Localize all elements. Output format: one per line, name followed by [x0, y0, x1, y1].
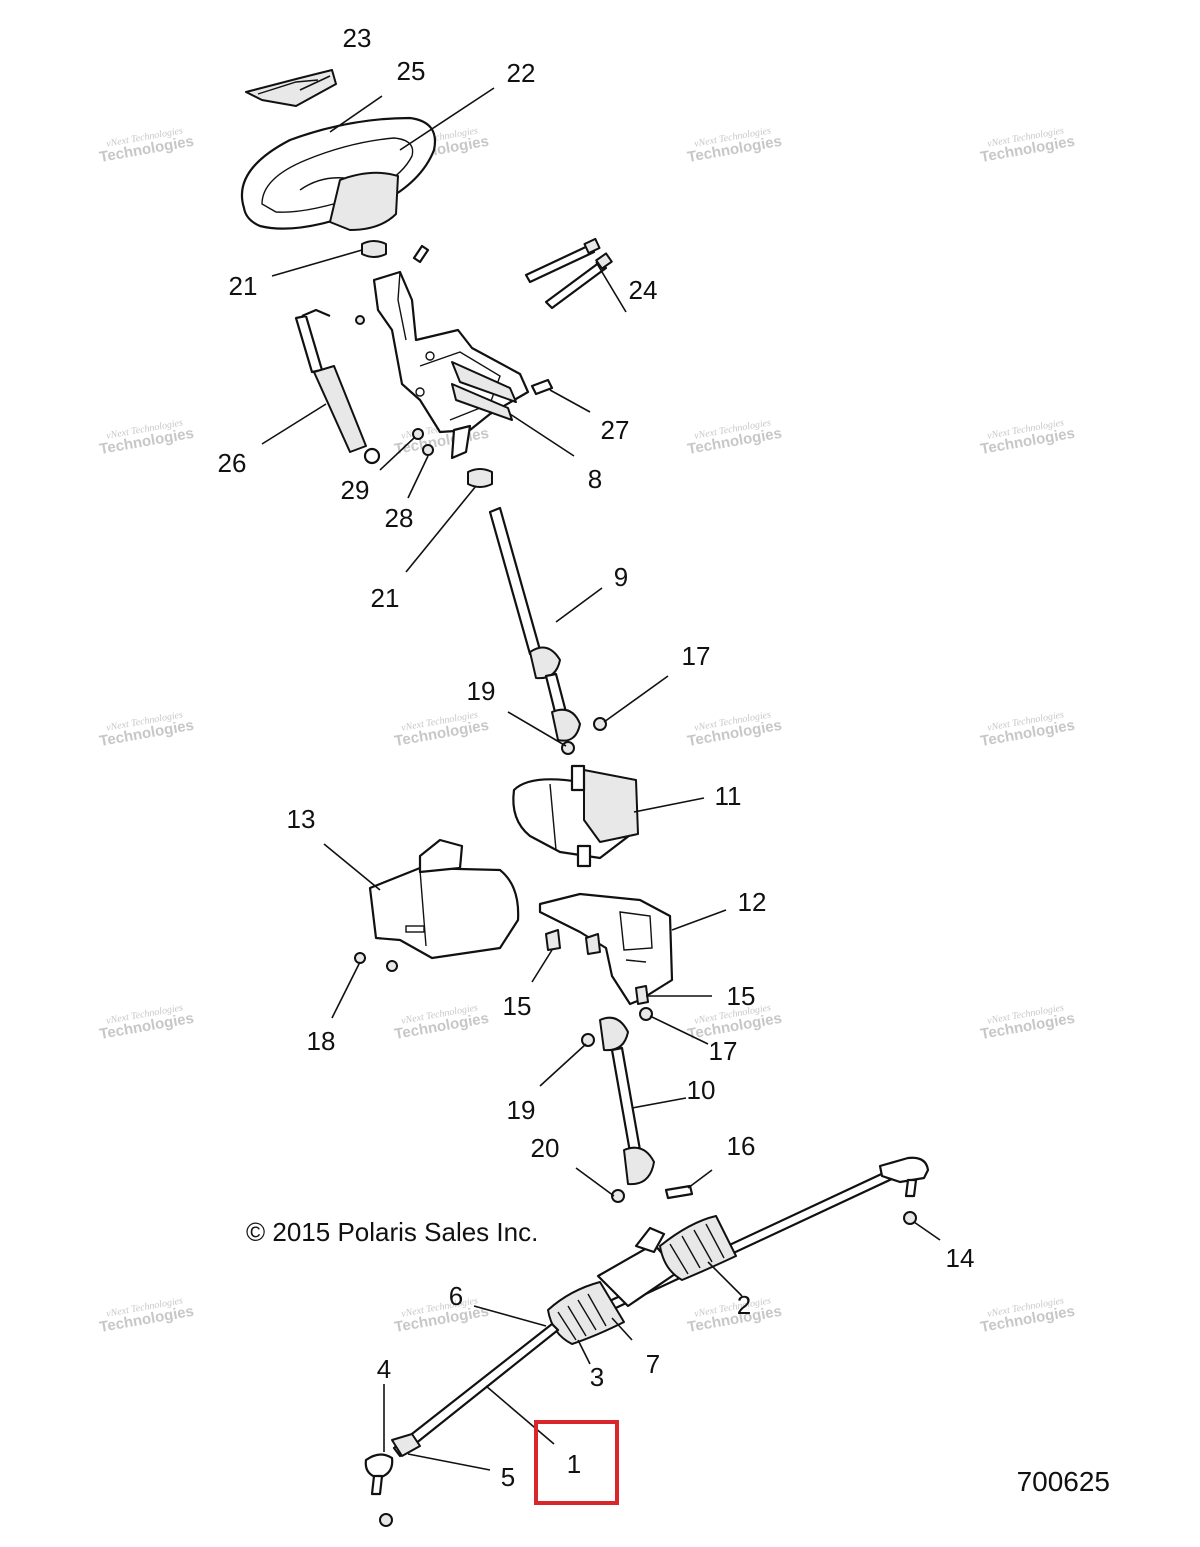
callout-26: 26 [218, 448, 247, 478]
drawing-number: 700625 [1017, 1466, 1110, 1497]
callout-5: 5 [501, 1462, 515, 1492]
mount-bolts-part [545, 929, 649, 1005]
callout-14: 14 [946, 1243, 975, 1273]
callout-19-lower: 19 [507, 1095, 536, 1125]
tie-rod-end-right-part [878, 1156, 930, 1225]
callout-17-lower: 17 [709, 1036, 738, 1066]
cover-screws-part [354, 952, 398, 972]
callout-4: 4 [377, 1354, 391, 1384]
eps-cover-part [368, 838, 520, 960]
long-bolts-part [524, 237, 613, 396]
callout-8: 8 [588, 464, 602, 494]
callout-28: 28 [385, 503, 414, 533]
callout-6: 6 [449, 1281, 463, 1311]
callout-27: 27 [601, 415, 630, 445]
leader-lines [261, 75, 941, 1471]
callout-29: 29 [341, 475, 370, 505]
bushing-lower-part [467, 468, 493, 488]
callout-18: 18 [307, 1026, 336, 1056]
callout-15-left: 15 [503, 991, 532, 1021]
small-hardware-part [355, 315, 434, 456]
callout-22: 22 [507, 58, 536, 88]
lower-shaft-hardware-part [581, 1007, 694, 1203]
callout-2: 2 [737, 1290, 751, 1320]
callout-21-upper: 21 [229, 271, 258, 301]
callout-17-upper: 17 [682, 641, 711, 671]
upper-steering-shaft-part [488, 506, 581, 742]
callout-1: 1 [567, 1449, 581, 1479]
callout-19-upper: 19 [467, 676, 496, 706]
callout-20: 20 [531, 1133, 560, 1163]
column-bracket-part [372, 270, 530, 460]
highlight-box [534, 1420, 619, 1505]
callout-21-lower: 21 [371, 583, 400, 613]
callout-16: 16 [727, 1131, 756, 1161]
callout-3: 3 [590, 1362, 604, 1392]
callout-labels: 23 25 22 21 24 26 27 29 28 8 21 9 17 19 … [218, 23, 975, 1492]
gas-strut-part [294, 308, 381, 465]
callout-24: 24 [629, 275, 658, 305]
tie-rod-left-part [364, 1322, 560, 1527]
lower-steering-shaft-part [599, 1016, 655, 1186]
steering-wheel-cap-part [245, 69, 337, 107]
steering-wheel-part [240, 116, 437, 231]
callout-11: 11 [715, 781, 742, 811]
upper-shaft-bolt-part [561, 717, 607, 755]
callout-23: 23 [343, 23, 372, 53]
callout-10: 10 [687, 1075, 716, 1105]
callout-13: 13 [287, 804, 316, 834]
bracket-bolt-part [412, 244, 430, 264]
eps-motor-part [512, 764, 639, 868]
callout-25: 25 [397, 56, 426, 86]
callout-12: 12 [738, 887, 767, 917]
callout-7: 7 [646, 1349, 660, 1379]
callout-15-right: 15 [727, 981, 756, 1011]
copyright-text: © 2015 Polaris Sales Inc. [246, 1217, 538, 1247]
bushing-upper-part [361, 240, 387, 258]
motor-mount-bracket-part [538, 892, 674, 1006]
callout-9: 9 [614, 562, 628, 592]
